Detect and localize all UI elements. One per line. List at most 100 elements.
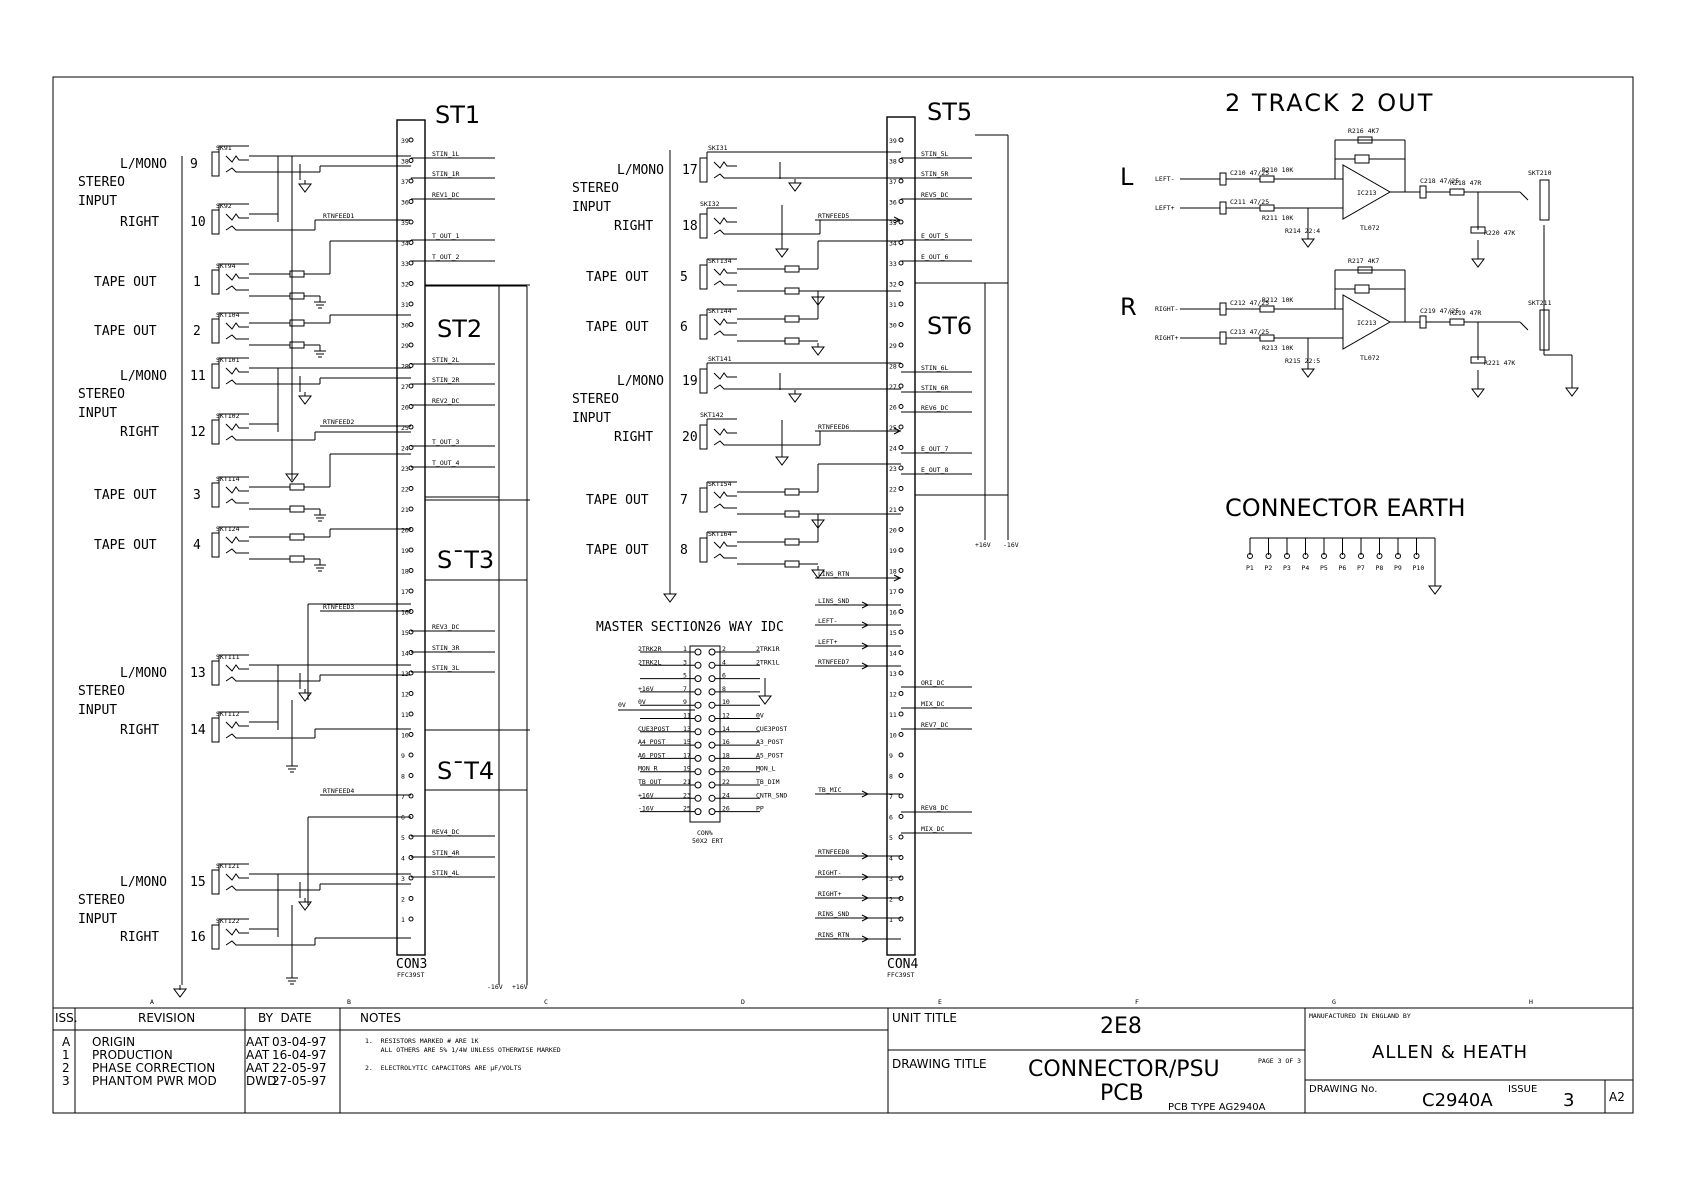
- con4-signal-label: REV7_DC: [921, 721, 948, 729]
- socket-ref: SKT112: [216, 710, 240, 718]
- con4-pin-number: 32: [889, 281, 897, 289]
- con4-pin-number: 31: [889, 301, 897, 309]
- con3-part: FFC39ST: [397, 971, 424, 979]
- jack-socket-icon: [211, 203, 249, 235]
- capacitor-symbol: [1419, 185, 1427, 199]
- con3-pin: [408, 219, 414, 225]
- ground-triangle: [1471, 258, 1485, 268]
- earth-pin-label: P1: [1246, 564, 1254, 572]
- input-label-stereo: STEREO: [78, 387, 125, 402]
- con4-signal-label: REV5_DC: [921, 191, 948, 199]
- jack-socket-icon: [699, 418, 737, 450]
- con3-label: CON3: [396, 957, 427, 972]
- con3-pin-number: 34: [401, 240, 409, 248]
- input-label-stereo: STEREO: [78, 893, 125, 908]
- idc-pin-number: 20: [722, 765, 730, 773]
- component-ref: C219 47/25: [1420, 307, 1459, 315]
- con4-pin-number: 34: [889, 240, 897, 248]
- idc-pin-number: 8: [722, 685, 726, 693]
- jack-socket-icon: [211, 413, 249, 445]
- con4-pin: [898, 424, 904, 430]
- ground-symbol: [298, 689, 312, 702]
- con4-pin-number: 23: [889, 465, 897, 473]
- jack-body: [211, 924, 220, 950]
- ground-symbol: [298, 898, 312, 911]
- idc-left-signal: TB_OUT: [638, 778, 662, 786]
- earth-pin-label: P5: [1320, 564, 1328, 572]
- idc-pin-number: 2: [722, 645, 726, 653]
- socket-ref: SKT94: [216, 262, 236, 270]
- con4-pin-number: 28: [889, 363, 897, 371]
- earth-pin: [1358, 553, 1364, 559]
- tape-out-label: TAPE OUT: [586, 320, 649, 335]
- signal-arrow-icon: [861, 914, 870, 922]
- con4-signal-label: E_OUT_5: [921, 232, 948, 240]
- earth-pin-label: P3: [1283, 564, 1291, 572]
- idc-pin: [694, 715, 702, 722]
- idc-left-signal: +16V: [638, 791, 654, 799]
- wire: [1519, 191, 1529, 201]
- con4-pin: [898, 486, 904, 491]
- input-number: 13: [190, 666, 206, 681]
- supply-label-n: -16V: [1003, 541, 1019, 549]
- con3-signal-label: STIN_2L: [432, 356, 459, 364]
- input-label-input: INPUT: [78, 703, 117, 718]
- component-ref: R211 10K: [1262, 214, 1293, 222]
- idc-pin: [694, 688, 702, 696]
- idc-left-signal: -16V: [638, 805, 654, 813]
- resistor-symbol: [1357, 266, 1373, 274]
- tb-notes-header: NOTES: [360, 1011, 401, 1025]
- idc-right-signal: PP: [756, 805, 764, 813]
- ground-symbol: [314, 345, 326, 358]
- jack-body: [699, 157, 708, 183]
- ground-symbol: [173, 985, 187, 998]
- input-number: 9: [190, 157, 198, 172]
- con3-pin: [408, 178, 414, 184]
- con4-pin-number: 26: [889, 404, 897, 412]
- earth-pin: [1302, 553, 1309, 559]
- con4-pin: [898, 609, 904, 614]
- jack-socket-icon: [211, 711, 249, 743]
- jack-body: [211, 318, 220, 344]
- idc-pin-number: 6: [722, 672, 726, 680]
- jack-contact: [713, 229, 737, 235]
- jack-contact: [713, 553, 737, 559]
- earth-pin-label: P4: [1302, 564, 1310, 572]
- con3-pin: [408, 711, 414, 717]
- con3-pin: [408, 629, 414, 635]
- jack-contact: [225, 548, 249, 554]
- input-label-right: RIGHT: [614, 219, 653, 234]
- idc-pin: [694, 808, 702, 816]
- jack-socket-icon: [699, 151, 737, 183]
- idc-pin-number: 22: [722, 778, 730, 786]
- idc-pin: [708, 715, 716, 722]
- con4-pin-number: 4: [889, 855, 893, 863]
- jack-contact: [713, 541, 737, 549]
- input-number: 19: [682, 374, 698, 389]
- idc-pin-number: 17: [683, 751, 691, 759]
- idc-pin-number: 19: [683, 765, 691, 773]
- con4-pin-number: 17: [889, 588, 897, 596]
- ground-triangle: [775, 248, 789, 258]
- con4-pin-number: 7: [889, 793, 893, 801]
- input-label-lmono: L/MONO: [120, 666, 167, 681]
- con4-signal-label: E_OUT_8: [921, 466, 948, 474]
- ground-triangle: [285, 473, 299, 483]
- socket-ref: SKT144: [708, 307, 732, 315]
- con4-signal-label: RIGHT+: [818, 890, 842, 898]
- signal-arrow-icon: [861, 935, 870, 943]
- ground-triangle: [1565, 387, 1579, 397]
- con4-pin-number: 21: [889, 506, 897, 514]
- input-number: 12: [190, 425, 206, 440]
- ground-symbol: [286, 760, 298, 773]
- component-ref: R216 4K7: [1348, 127, 1379, 135]
- con4-pin-number: 6: [889, 814, 893, 822]
- opamp-ref: IC213: [1357, 319, 1377, 327]
- component-ref: C210 47/25: [1230, 169, 1269, 177]
- capacitor-symbol: [1354, 154, 1370, 164]
- signal-arrow-icon: [861, 662, 870, 670]
- idc-pin-number: 16: [722, 738, 730, 746]
- con3-pin-number: 32: [401, 281, 409, 289]
- jack-body: [211, 363, 220, 389]
- con3-signal-label: STIN_4L: [432, 869, 459, 877]
